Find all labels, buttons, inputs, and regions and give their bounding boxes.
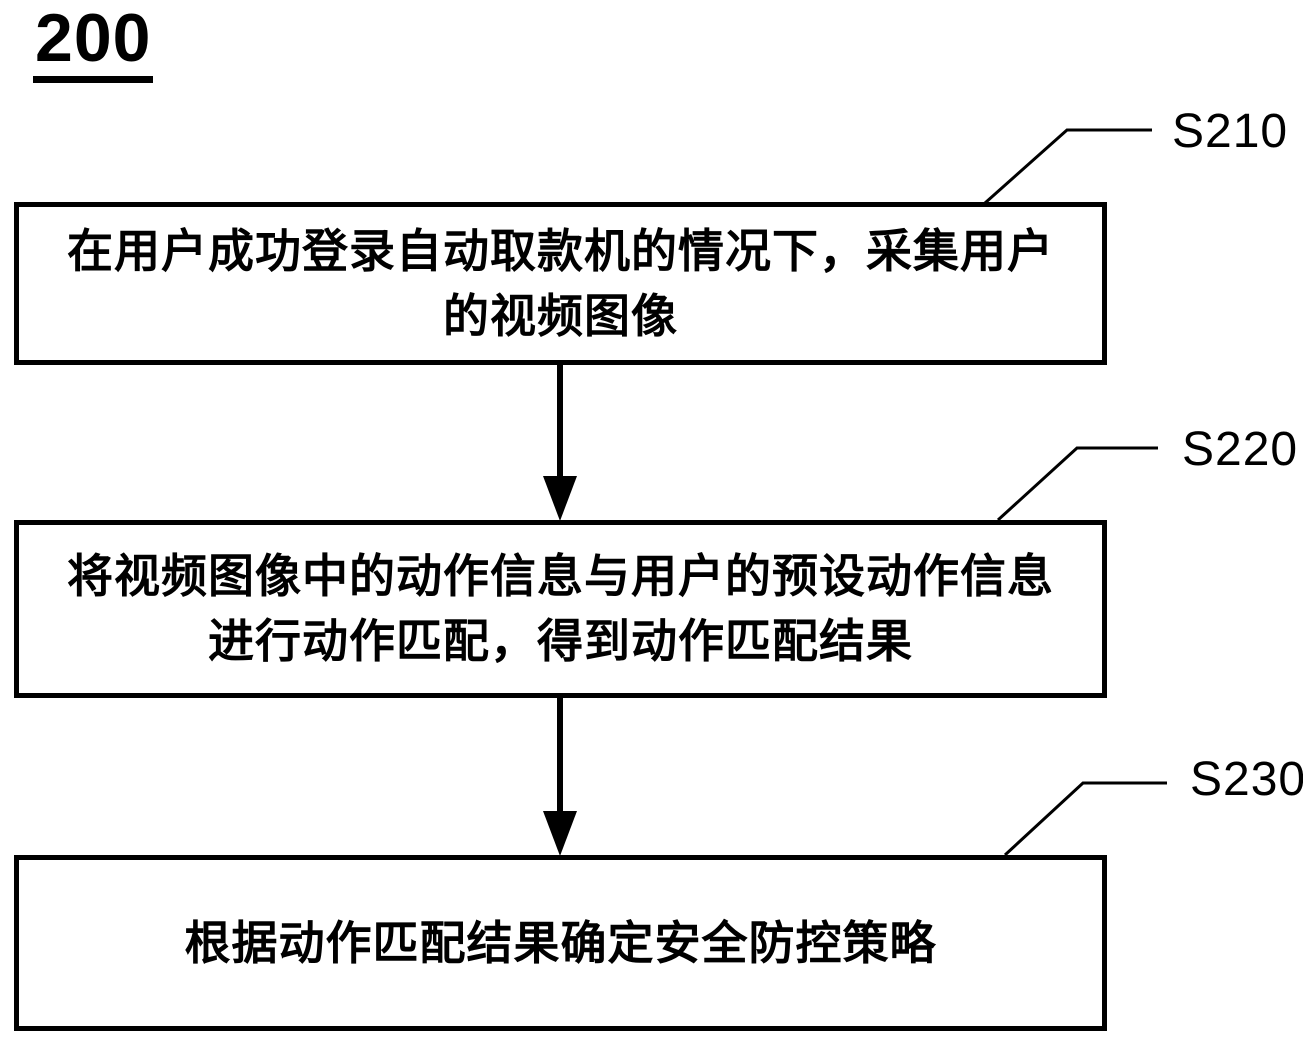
step-label-s210: S210: [1172, 105, 1289, 158]
flow-arrow-s210-s220: [543, 364, 577, 521]
step-text-line: 的视频图像: [443, 289, 678, 342]
leader-line-s220: [996, 446, 1158, 522]
step-text-s230: 根据动作匹配结果确定安全防控策略: [185, 911, 937, 976]
flow-arrow-s220-s230: [543, 697, 577, 856]
step-text-s210: 在用户成功登录自动取款机的情况下，采集用户 的视频图像: [67, 219, 1054, 349]
step-text-line: 进行动作匹配，得到动作匹配结果: [208, 615, 913, 667]
figure-number-label: 200: [33, 4, 154, 83]
step-text-line: 将视频图像中的动作信息与用户的预设动作信息: [67, 550, 1054, 602]
step-box-s210: 在用户成功登录自动取款机的情况下，采集用户 的视频图像: [14, 202, 1107, 365]
leader-line-s230: [1003, 781, 1167, 857]
step-box-s220: 将视频图像中的动作信息与用户的预设动作信息 进行动作匹配，得到动作匹配结果: [14, 520, 1107, 698]
step-label-s230: S230: [1190, 753, 1303, 806]
step-text-line: 根据动作匹配结果确定安全防控策略: [184, 916, 937, 969]
leader-line-s210: [984, 128, 1152, 205]
step-box-s230: 根据动作匹配结果确定安全防控策略: [14, 855, 1107, 1031]
step-text-line: 在用户成功登录自动取款机的情况下，采集用户: [67, 224, 1054, 277]
step-label-s220: S220: [1182, 423, 1299, 476]
step-text-s220: 将视频图像中的动作信息与用户的预设动作信息 进行动作匹配，得到动作匹配结果: [67, 544, 1054, 674]
